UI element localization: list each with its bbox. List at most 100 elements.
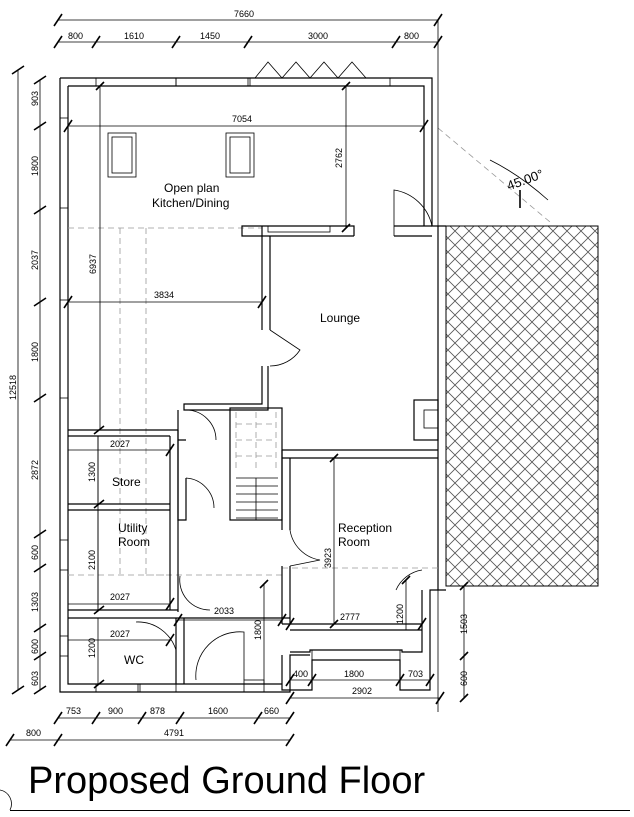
room-label-lounge: Lounge [320,311,360,325]
bifold-door [254,61,367,79]
dim-left-3: 2037 [30,250,40,270]
room-label-store: Store [112,475,141,489]
dim-left-6: 600 [30,545,40,560]
reception-wall [281,449,438,530]
dim-bay-1: 400 [293,669,308,679]
dim-bottom-total: 4791 [164,728,184,738]
room-label-reception-2: Room [338,535,370,549]
dim-utility-h: 2100 [87,550,97,570]
stair-dashed [235,412,277,470]
front-window-1 [95,683,139,693]
dim-bottom-2: 900 [108,706,123,716]
front-window-3 [243,679,265,693]
angle-arc [489,159,549,201]
window-left-4 [59,635,69,657]
dim-bottom-3: 878 [150,706,165,716]
patio-hatch [445,225,599,587]
window-left-1 [59,117,69,209]
dim-bay-2: 1800 [344,669,364,679]
dim-left-total: 12518 [8,375,18,400]
dim-right-600: 600 [459,671,469,686]
dim-right-1503: 1503 [459,614,469,634]
kitchen-opening-wall [394,225,432,237]
fireplace [413,399,439,441]
fireplace-inner [423,409,439,429]
skylight-1-inner [111,136,133,174]
dim-left-8: 600 [30,639,40,654]
dim-wc-h: 1200 [87,638,97,658]
utility-bottom-wall [68,609,290,619]
hall-wall-left [177,410,187,521]
dim-bottom-5: 660 [264,706,279,716]
dim-top-2: 1610 [124,31,144,41]
skylight-2-inner [229,136,251,174]
front-door [195,631,245,681]
dim-reception-side: 1200 [395,604,405,624]
utility-door [179,575,211,611]
room-label-kitchen-2: Kitchen/Dining [152,196,229,210]
dim-left-4: 1800 [30,342,40,362]
corner-arc [0,789,12,811]
room-label-utility-1: Utility [118,521,147,535]
room-label-reception-1: Reception [338,521,392,535]
wc-door [135,621,177,651]
dim-left-5: 2872 [30,460,40,480]
dim-top-1: 800 [68,31,83,41]
skylight-2 [225,132,255,178]
dim-kitchen-depth: 2762 [334,148,344,168]
dim-left-9: 603 [30,671,40,686]
kitchen-door [393,189,433,236]
dim-left-2: 1800 [30,156,40,176]
kitchen-worktop [267,225,331,233]
dim-top-4: 3000 [308,31,328,41]
drawing-title: Proposed Ground Floor [28,760,426,802]
skylight-1 [107,132,137,178]
store-utility-divide [68,503,170,511]
lounge-left-wall [183,366,269,411]
dim-reception-h: 3923 [323,548,333,568]
dim-top-total: 7660 [234,9,254,19]
dim-bay-3: 703 [408,669,423,679]
dim-wc-w: 2027 [110,629,130,639]
dim-reception-w: 2777 [340,612,360,622]
dim-top-3: 1450 [200,31,220,41]
reception-corner-door [395,569,423,591]
bay-window [311,649,401,661]
dim-bottom-4: 1600 [208,706,228,716]
dim-hall-w: 2033 [214,606,234,616]
reception-wall-lower [281,566,422,631]
dim-utility-w: 2027 [110,592,130,602]
window-top-2 [175,77,249,87]
window-left-2 [59,299,69,399]
bay-wall-inner [290,590,423,653]
room-label-kitchen-1: Open plan [164,181,219,195]
angle-guide-line [437,127,551,223]
dim-bottom-1: 753 [66,706,81,716]
dim-lounge-left: 3834 [154,290,174,300]
front-window-2 [139,683,177,693]
dashed-guides [68,227,438,576]
dim-top-5: 800 [404,31,419,41]
room-label-wc: WC [124,653,144,667]
dimension-ticks [5,13,469,747]
kitchen-lounge-wall [241,225,355,330]
dim-left-7: 1303 [30,592,40,612]
dim-store-h: 1300 [87,462,97,482]
window-left-3 [59,539,69,571]
dim-inner-width: 7054 [232,114,252,124]
store-wall [68,429,179,612]
dim-left-1: 903 [30,91,40,106]
title-underline [10,810,630,811]
dim-bottom-left: 800 [26,728,41,738]
room-label-utility-2: Room [118,535,150,549]
dim-hall-h: 1800 [253,620,263,640]
window-top-1 [95,77,177,87]
dim-store-w: 2027 [110,439,130,449]
window-top-3 [249,77,391,87]
wc-right-wall [175,618,185,684]
stair-treads [236,477,278,520]
lounge-door [269,329,301,367]
angle-label: 45.00° [505,166,546,193]
dim-bay-total: 2902 [352,686,372,696]
